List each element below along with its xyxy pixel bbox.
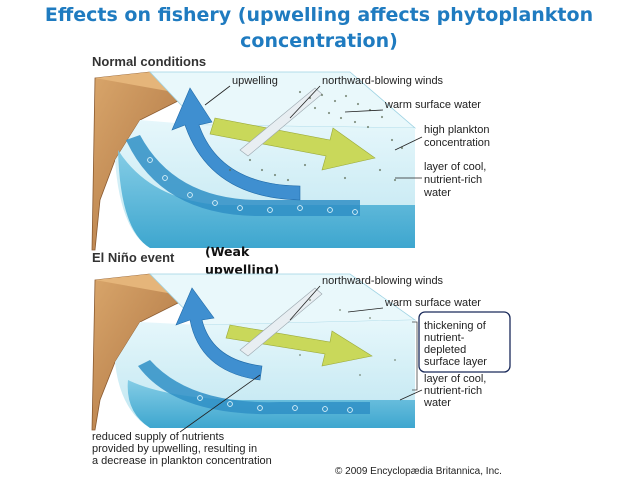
normal-wind-arrow bbox=[209, 117, 376, 171]
normal-label-warm: warm surface water bbox=[384, 99, 481, 111]
elnino-label-thickening-4: surface layer bbox=[424, 356, 487, 368]
elnino-leader-reduced bbox=[179, 374, 261, 433]
normal-heading: Normal conditions bbox=[92, 54, 206, 69]
weak-upwelling-callout-2: upwelling) bbox=[205, 262, 279, 277]
elnino-label-thickening-1: thickening of bbox=[424, 320, 487, 332]
elnino-label-cool-3: water bbox=[423, 397, 451, 409]
elnino-wind-vane bbox=[239, 287, 323, 357]
normal-label-cool-1: layer of cool, bbox=[424, 161, 486, 173]
elnino-upwelling-arrow bbox=[175, 287, 263, 381]
elnino-leader-warm bbox=[347, 307, 384, 313]
copyright-text: © 2009 Encyclopædia Britannica, Inc. bbox=[335, 466, 502, 477]
elnino-plankton-dots bbox=[299, 299, 396, 376]
normal-plankton-dots bbox=[228, 90, 404, 182]
elnino-label-reduced-3: a decrease in plankton concentration bbox=[92, 455, 272, 467]
normal-leader-plankton bbox=[394, 136, 423, 151]
normal-label-plankton-2: concentration bbox=[424, 137, 490, 149]
normal-cool-layer bbox=[118, 150, 415, 248]
elnino-label-reduced-1: reduced supply of nutrients bbox=[92, 431, 225, 443]
thickening-bracket bbox=[412, 321, 418, 391]
slide-title: Effects on fishery (upwelling affects ph… bbox=[0, 2, 638, 54]
normal-nutrient-bubbles bbox=[147, 157, 358, 215]
normal-label-winds: northward-blowing winds bbox=[322, 75, 444, 87]
normal-leader-winds bbox=[289, 85, 321, 119]
elnino-label-cool-1: layer of cool, bbox=[424, 373, 486, 385]
elnino-heading: El Niño event bbox=[92, 250, 175, 265]
normal-leader-warm bbox=[344, 109, 384, 113]
elnino-label-warm: warm surface water bbox=[384, 297, 481, 309]
elnino-label-thickening-3: depleted bbox=[424, 344, 466, 356]
weak-upwelling-callout-1: (Weak bbox=[205, 244, 250, 259]
elnino-label-winds: northward-blowing winds bbox=[322, 275, 444, 287]
elnino-leader-winds bbox=[289, 285, 321, 321]
el-nino-panel: El Niño event (Weak upwelling) bbox=[91, 244, 511, 467]
normal-label-upwelling: upwelling bbox=[232, 75, 278, 87]
slide-title-line-1: Effects on fishery (upwelling affects ph… bbox=[44, 4, 594, 26]
elnino-label-cool-2: nutrient-rich bbox=[424, 385, 482, 397]
normal-conditions-panel: Normal conditions bbox=[91, 54, 490, 251]
normal-leader-upwelling bbox=[204, 85, 231, 106]
slide-title-line-2: concentration) bbox=[240, 30, 398, 52]
elnino-leader-cool bbox=[399, 389, 423, 401]
elnino-nutrient-bubbles bbox=[197, 395, 353, 413]
elnino-label-reduced-2: provided by upwelling, resulting in bbox=[92, 443, 257, 455]
elnino-deep-current bbox=[138, 360, 370, 415]
normal-deep-current bbox=[126, 135, 360, 216]
normal-label-cool-3: water bbox=[423, 187, 451, 199]
thickening-highlight-box bbox=[418, 311, 511, 373]
normal-label-plankton-1: high plankton bbox=[424, 124, 489, 136]
normal-label-cool-2: nutrient-rich bbox=[424, 174, 482, 186]
elnino-label-thickening-2: nutrient- bbox=[424, 332, 465, 344]
normal-upwelling-arrow bbox=[171, 87, 301, 201]
